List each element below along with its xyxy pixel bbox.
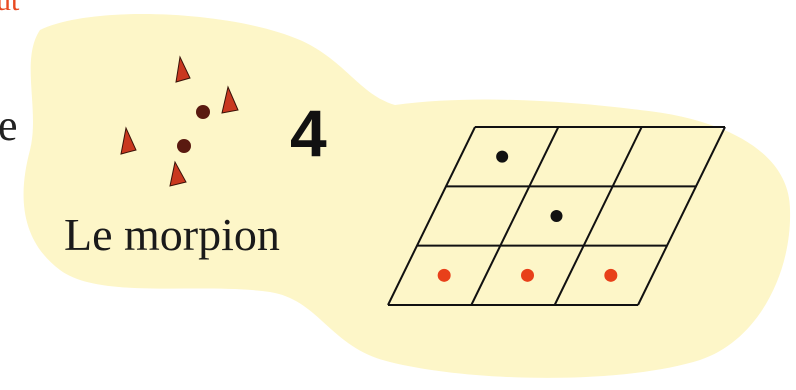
black-token (551, 210, 563, 222)
pawn-dot (196, 105, 210, 119)
cropped-text-top-left: ut (0, 0, 19, 18)
slide-number: 4 (290, 100, 327, 166)
red-token (604, 269, 617, 282)
red-token (521, 269, 534, 282)
slide-title: Le morpion (64, 212, 280, 258)
black-token (496, 151, 508, 163)
pawn-dot (177, 139, 191, 153)
background-blob (24, 14, 791, 378)
cropped-text-left: e (0, 100, 18, 151)
red-token (438, 269, 451, 282)
